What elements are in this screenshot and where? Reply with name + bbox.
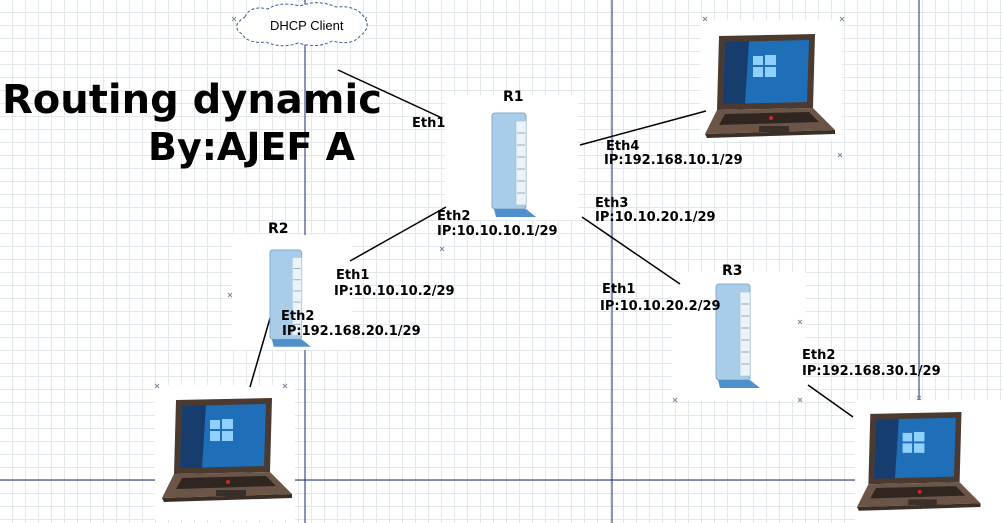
r1-eth2-ip: IP:10.10.10.1/29 — [437, 224, 558, 239]
link-r2-laptop2 — [249, 307, 274, 388]
link-r1-r2 — [349, 206, 447, 262]
r2-eth1-label: Eth1 — [336, 268, 370, 283]
r1-eth1-label: Eth1 — [412, 116, 446, 131]
r2-eth2-ip: IP:192.168.20.1/29 — [282, 324, 421, 339]
r1-eth4-label: Eth4 — [606, 139, 640, 154]
r1-eth2-label: Eth2 — [437, 209, 471, 224]
link-r3-laptop3 — [807, 384, 854, 418]
router-r2-name: R2 — [268, 221, 289, 237]
r1-eth3-label: Eth3 — [595, 196, 629, 211]
link-r1-laptop1 — [579, 110, 707, 146]
link-r1-r3 — [581, 216, 681, 285]
cloud-label: DHCP Client — [270, 18, 344, 33]
router-r1-name: R1 — [503, 89, 524, 105]
router-r3-name: R3 — [722, 263, 743, 279]
r1-eth3-ip: IP:10.10.20.1/29 — [595, 210, 716, 225]
r3-eth1-label: Eth1 — [602, 282, 636, 297]
cloud-icon — [236, 2, 368, 47]
r3-eth1-ip: IP:10.10.20.2/29 — [600, 299, 721, 314]
network-links — [249, 69, 854, 418]
r2-eth1-ip: IP:10.10.10.2/29 — [334, 284, 455, 299]
r2-eth2-label: Eth2 — [281, 309, 315, 324]
r1-eth4-ip: IP:192.168.10.1/29 — [604, 153, 743, 168]
diagram-title-line1: Routing dynamic — [2, 77, 382, 123]
diagram-title-line2: By:AJEF A — [148, 125, 356, 169]
r3-eth2-label: Eth2 — [802, 348, 836, 363]
r3-eth2-ip: IP:192.168.30.1/29 — [802, 364, 941, 379]
link-cloud-r1 — [337, 69, 443, 119]
